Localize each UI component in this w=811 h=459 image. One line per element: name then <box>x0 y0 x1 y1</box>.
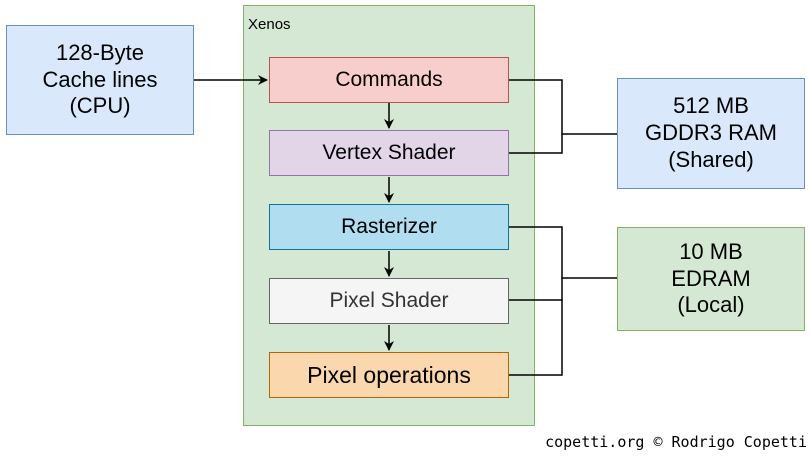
vertex-shader-stage: Vertex Shader <box>269 130 509 176</box>
pixel-shader-stage: Pixel Shader <box>269 278 509 324</box>
bus-vertex-shader-to-gddr3 <box>509 134 563 154</box>
gddr3-ram-box: 512 MB GDDR3 RAM (Shared) <box>617 78 805 189</box>
bus-pixel-shader-to-edram <box>509 278 563 301</box>
bus-rasterizer-to-edram <box>509 226 617 279</box>
pixel-operations-stage: Pixel operations <box>269 352 509 398</box>
bus-pixel-operations-to-edram <box>509 300 563 376</box>
rasterizer-stage: Rasterizer <box>269 204 509 250</box>
credit-text: copetti.org © Rodrigo Copetti <box>545 433 807 451</box>
xenos-label: Xenos <box>248 16 291 33</box>
edram-box: 10 MB EDRAM (Local) <box>617 227 805 331</box>
cpu-cache-lines-box: 128-Byte Cache lines (CPU) <box>6 25 194 135</box>
commands-stage: Commands <box>269 57 509 103</box>
bus-commands-to-gddr3 <box>509 79 617 135</box>
